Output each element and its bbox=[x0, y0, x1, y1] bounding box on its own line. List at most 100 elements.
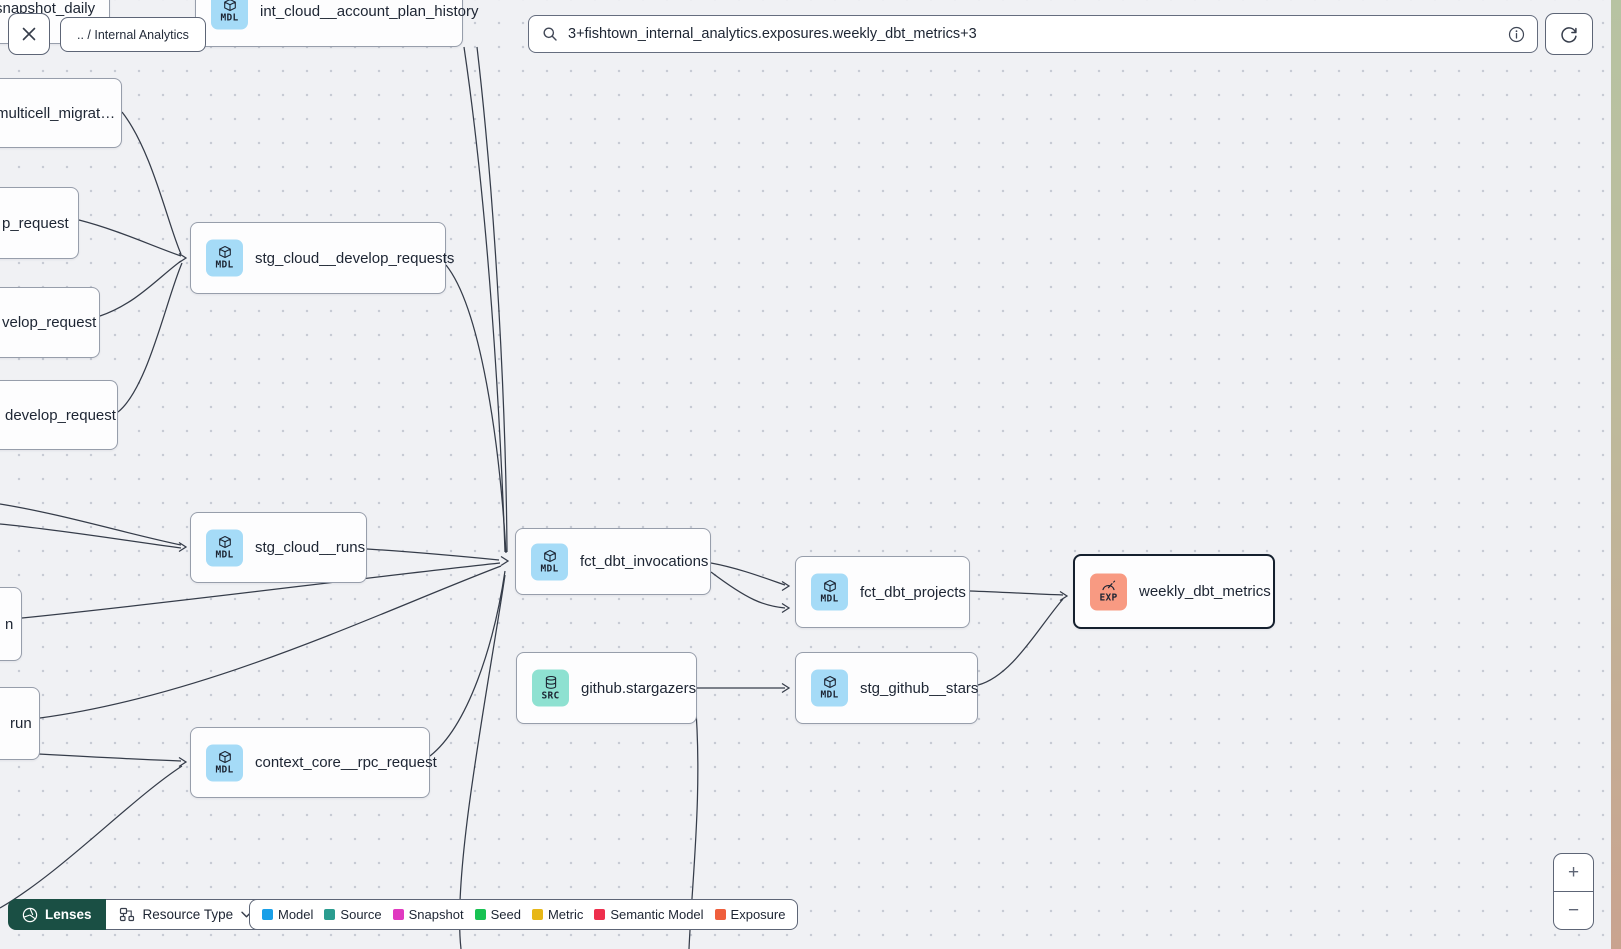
legend-swatch bbox=[262, 909, 273, 920]
legend-swatch bbox=[531, 909, 543, 920]
edge bbox=[429, 570, 506, 757]
node-title: run bbox=[10, 715, 32, 732]
legend-item: Metric bbox=[531, 907, 584, 922]
node-type-badge: MDL bbox=[531, 543, 568, 580]
legend-item: Model bbox=[262, 907, 313, 922]
node-type-label: MDL bbox=[820, 593, 839, 605]
graph-node[interactable]: MDL fct_dbt_invocations bbox=[515, 528, 711, 595]
edge bbox=[121, 111, 182, 255]
graph-node[interactable]: MDL n bbox=[0, 587, 22, 661]
lenses-icon bbox=[22, 907, 38, 922]
cube-icon bbox=[823, 579, 836, 593]
edge-arrowhead bbox=[500, 555, 510, 567]
edge bbox=[117, 262, 183, 413]
graph-node[interactable]: SRC github.stargazers bbox=[516, 652, 697, 724]
node-type-badge: MDL bbox=[211, 0, 248, 30]
close-button[interactable] bbox=[8, 13, 50, 55]
node-type-badge: MDL bbox=[206, 744, 243, 781]
graph-node[interactable]: MDL develop_request bbox=[0, 380, 118, 450]
graph-node[interactable]: MDL stg_cloud__develop_requests bbox=[190, 222, 454, 294]
node-type-label: MDL bbox=[215, 549, 234, 560]
breadcrumb[interactable]: .. / Internal Analytics bbox=[60, 17, 206, 52]
edge bbox=[99, 260, 182, 317]
legend-label: Exposure bbox=[730, 907, 786, 922]
search-input[interactable]: 3+fishtown_internal_analytics.exposures.… bbox=[568, 26, 977, 42]
lenses-bar: Lenses Resource Type bbox=[8, 899, 267, 930]
legend-swatch bbox=[594, 909, 606, 920]
legend-label: Semantic Model bbox=[610, 907, 704, 922]
legend-label: Metric bbox=[547, 907, 584, 922]
node-title: multicell_migrat… bbox=[0, 104, 116, 122]
edge-arrowhead bbox=[1059, 590, 1069, 602]
info-icon[interactable] bbox=[1508, 26, 1525, 43]
legend-swatch bbox=[324, 909, 336, 920]
gauge-icon bbox=[1102, 580, 1116, 591]
edge bbox=[476, 46, 508, 553]
cube-icon bbox=[543, 549, 556, 562]
node-title: github.stargazers bbox=[581, 679, 697, 697]
edge bbox=[463, 46, 506, 553]
node-type-badge: MDL bbox=[206, 529, 243, 566]
edge bbox=[969, 590, 1064, 596]
graph-node[interactable]: MDL fct_dbt_projects bbox=[795, 556, 970, 628]
edge bbox=[0, 765, 183, 909]
node-type-label: MDL bbox=[220, 12, 239, 24]
legend-item: Seed bbox=[474, 907, 521, 922]
node-type-badge: EXP bbox=[1090, 573, 1127, 610]
edge-group bbox=[0, 46, 1069, 949]
edge bbox=[977, 598, 1064, 686]
graph-node[interactable]: MDL stg_github__stars bbox=[795, 652, 978, 724]
graph-node[interactable]: MDL p_request bbox=[0, 187, 79, 259]
node-type-label: EXP bbox=[1099, 592, 1118, 604]
node-type-label: MDL bbox=[820, 689, 839, 701]
legend-swatch bbox=[714, 909, 726, 920]
graph-node[interactable]: MDL velop_request bbox=[0, 287, 100, 358]
graph-node[interactable]: EXP weekly_dbt_metrics bbox=[1073, 554, 1275, 629]
node-type-label: MDL bbox=[215, 764, 234, 775]
edge-arrowhead bbox=[781, 580, 791, 592]
cube-icon bbox=[823, 675, 836, 689]
resource-type-icon bbox=[119, 907, 134, 922]
legend-label: Seed bbox=[490, 907, 521, 922]
edge bbox=[458, 574, 506, 949]
node-title: stg_cloud__develop_requests bbox=[255, 249, 455, 267]
edge bbox=[0, 503, 182, 546]
node-title: weekly_dbt_metrics bbox=[1139, 583, 1271, 600]
search-icon bbox=[543, 27, 557, 41]
edge bbox=[0, 523, 182, 549]
legend-item: Snapshot bbox=[392, 907, 464, 922]
lenses-button[interactable]: Lenses bbox=[8, 899, 106, 930]
graph-node[interactable]: MDL int_cloud__account_plan_history bbox=[195, 0, 479, 47]
node-type-label: SRC bbox=[541, 690, 560, 701]
legend-swatch bbox=[474, 909, 486, 920]
node-title: fct_dbt_projects bbox=[860, 583, 966, 601]
zoom-out-button[interactable]: − bbox=[1567, 899, 1580, 921]
legend-swatch bbox=[392, 909, 404, 920]
resource-type-button[interactable]: Resource Type bbox=[105, 899, 267, 930]
cube-icon bbox=[223, 0, 236, 12]
search-bar[interactable]: 3+fishtown_internal_analytics.exposures.… bbox=[528, 15, 1538, 53]
node-type-badge: MDL bbox=[811, 669, 848, 707]
node-type-badge: MDL bbox=[811, 573, 848, 611]
legend-label: Snapshot bbox=[408, 907, 464, 922]
refresh-icon bbox=[1561, 27, 1577, 43]
node-type-badge: SRC bbox=[532, 669, 569, 707]
edge-arrowhead bbox=[178, 252, 188, 264]
graph-node[interactable]: MDL context_core__rpc_request bbox=[190, 727, 437, 798]
node-title: develop_request bbox=[5, 406, 116, 424]
legend-item: Semantic Model bbox=[594, 907, 704, 922]
edge bbox=[445, 264, 507, 554]
refresh-button[interactable] bbox=[1545, 13, 1593, 55]
zoom-in-button[interactable]: + bbox=[1554, 854, 1593, 892]
edge-arrowhead bbox=[781, 602, 791, 614]
graph-node[interactable]: MDL stg_cloud__runs bbox=[190, 512, 367, 583]
graph-node[interactable]: MDL multicell_migrat… bbox=[0, 78, 122, 148]
cube-icon bbox=[218, 750, 231, 763]
graph-node[interactable]: MDL run bbox=[0, 687, 40, 760]
node-title: fct_dbt_invocations bbox=[580, 553, 709, 570]
legend-label: Model bbox=[278, 907, 314, 922]
node-title: stg_cloud__runs bbox=[255, 539, 366, 556]
edge-arrowhead bbox=[781, 682, 791, 694]
